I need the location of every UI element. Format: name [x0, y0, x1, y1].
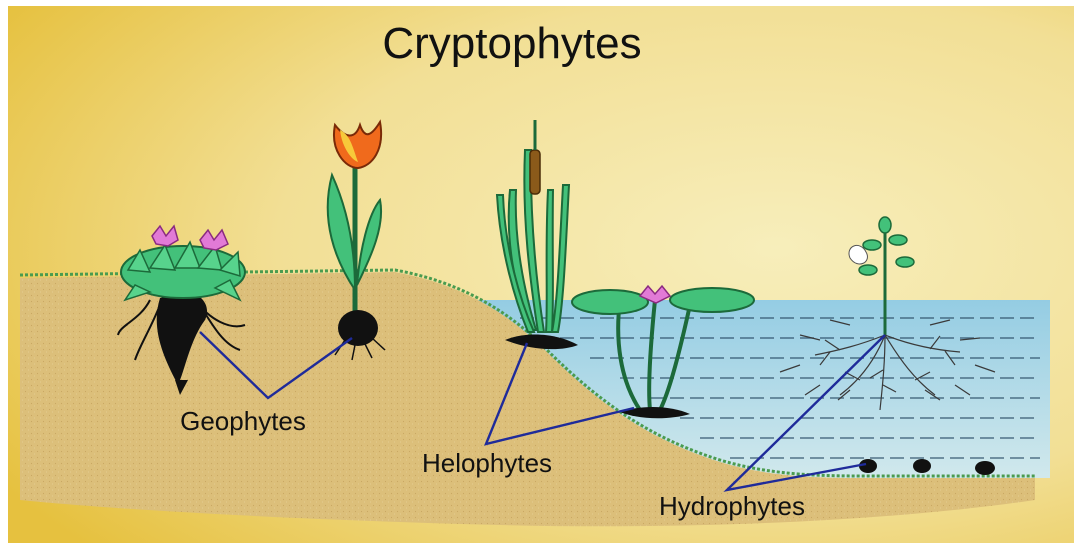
- diagram-title: Cryptophytes: [382, 19, 641, 68]
- label-hydrophytes: Hydrophytes: [659, 491, 805, 521]
- label-helophytes: Helophytes: [422, 448, 552, 478]
- label-geophytes: Geophytes: [180, 406, 306, 436]
